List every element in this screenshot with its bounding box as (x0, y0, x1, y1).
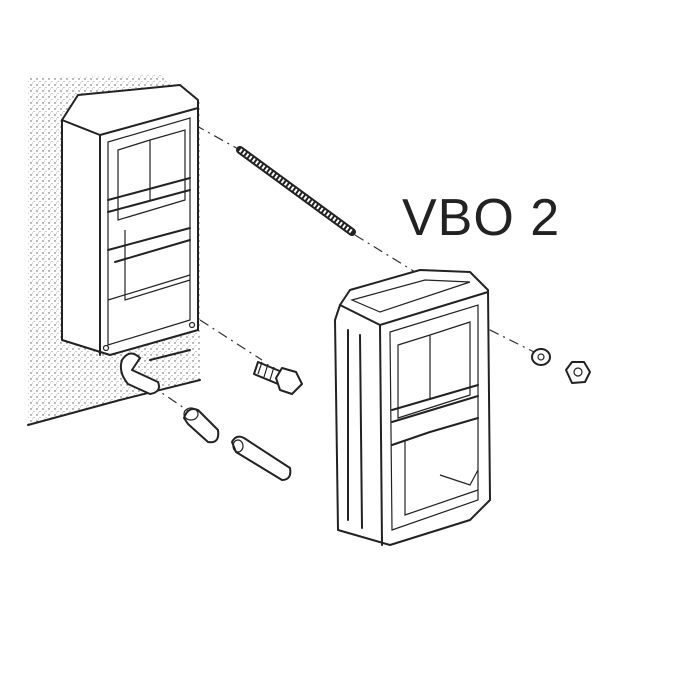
bolt (253, 361, 303, 395)
mounted-box-housing (61, 84, 199, 356)
sleeve-spacer (183, 407, 220, 444)
mounting-clip (119, 349, 191, 395)
pin (231, 435, 292, 481)
loose-box-housing (334, 269, 491, 546)
model-label: VBO 2 (402, 189, 561, 247)
washer (531, 348, 551, 366)
threaded-rod (236, 146, 356, 236)
hex-nut (565, 361, 591, 384)
